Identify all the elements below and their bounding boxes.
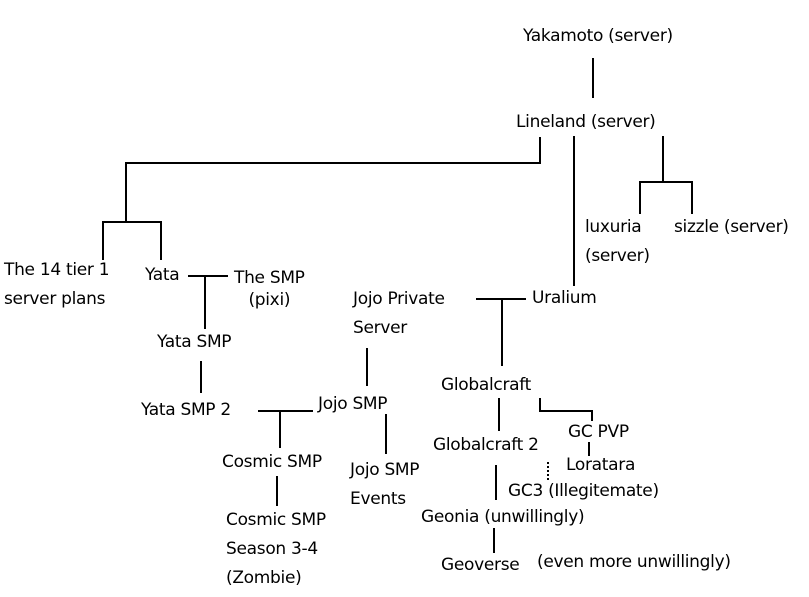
edge-globalcraft-gc-pvp-drop <box>539 398 541 412</box>
edge-yakamoto-lineland <box>592 58 594 98</box>
edge-jojo-private-jojo-smp <box>366 348 368 386</box>
node-yata-smp-label: Yata SMP <box>157 332 232 352</box>
edge-jojo-smp-events <box>385 414 387 454</box>
node-sizzle: sizzle (server) <box>674 213 789 242</box>
edge-to-fourteen-tier <box>102 221 104 260</box>
node-loratara: Loratara <box>566 451 635 480</box>
edge-geonia-geoverse <box>493 528 495 553</box>
node-jojo-smp-label: Jojo SMP <box>318 394 388 414</box>
edge-globalcraft-gc-pvp-bar <box>539 410 593 412</box>
edge-yata-smp-yata-smp-2 <box>200 361 202 393</box>
edge-luxuria-sizzle-bar <box>639 181 693 183</box>
node-yata: Yata <box>145 261 180 290</box>
node-jojo-private-server: Jojo Private Server <box>353 285 445 343</box>
edge-lineland-right-drop <box>662 136 664 183</box>
edge-globalcraft-2-gc3-dotted <box>547 462 549 480</box>
node-the-smp-line-2: (pixi) <box>248 290 291 310</box>
node-cosmic-smp-season-3-4: Cosmic SMP Season 3-4 (Zombie) <box>226 506 326 593</box>
edge-yata-smp-2-cosmic-smp <box>279 410 281 448</box>
node-jojo-private-line-1: Jojo Private <box>353 289 445 309</box>
node-cosmic-smp: Cosmic SMP <box>222 448 322 477</box>
node-jojo-smp: Jojo SMP <box>318 390 388 419</box>
node-globalcraft: Globalcraft <box>441 371 531 400</box>
node-yata-label: Yata <box>145 265 180 285</box>
node-geonia-label: Geonia (unwillingly) <box>421 507 585 527</box>
edge-gc-pvp-drop <box>591 410 593 421</box>
node-uralium-label: Uralium <box>532 288 597 308</box>
node-jojo-private-line-2: Server <box>353 318 407 338</box>
node-globalcraft-2-label: Globalcraft 2 <box>433 435 539 455</box>
node-geoverse: Geoverse <box>441 551 520 580</box>
node-geoverse-note: (even more unwillingly) <box>537 548 731 577</box>
node-globalcraft-label: Globalcraft <box>441 375 532 395</box>
edge-globalcraft-globalcraft-2 <box>498 398 500 431</box>
node-gc-pvp-label: GC PVP <box>568 422 629 442</box>
node-yata-smp-2-label: Yata SMP 2 <box>141 400 231 420</box>
edge-gc-pvp-loratara <box>588 442 590 456</box>
node-lineland: Lineland (server) <box>516 108 656 137</box>
node-globalcraft-2: Globalcraft 2 <box>433 431 539 460</box>
node-geonia: Geonia (unwillingly) <box>421 503 585 532</box>
node-cosmic-smp-label: Cosmic SMP <box>222 452 322 472</box>
node-luxuria-line-1: luxuria <box>585 217 642 237</box>
node-loratara-label: Loratara <box>566 455 636 475</box>
node-lineland-label: Lineland (server) <box>516 112 656 132</box>
node-yakamoto-label: Yakamoto (server) <box>523 26 673 46</box>
node-cosmic-smp-s34-line-1: Cosmic SMP <box>226 510 326 530</box>
node-jojo-smp-events-line-1: Jojo SMP <box>350 460 420 480</box>
node-yata-smp: Yata SMP <box>157 328 232 357</box>
edge-left-trunk <box>125 162 127 222</box>
edge-to-luxuria <box>639 181 641 214</box>
edge-fourteen-yata-bar <box>102 221 162 223</box>
edge-to-yata <box>160 221 162 260</box>
edge-lineland-left-drop <box>539 137 541 164</box>
node-sizzle-label: sizzle (server) <box>674 217 789 237</box>
node-cosmic-smp-s34-line-3: (Zombie) <box>226 568 302 588</box>
node-jojo-smp-events-line-2: Events <box>350 489 406 509</box>
node-gc-pvp: GC PVP <box>568 418 629 447</box>
node-fourteen-tier-line-2: server plans <box>4 289 106 309</box>
node-yata-smp-2: Yata SMP 2 <box>141 396 231 425</box>
edge-uralium-globalcraft <box>501 298 503 366</box>
edge-yata-the-smp <box>188 275 228 277</box>
node-yakamoto: Yakamoto (server) <box>523 22 673 51</box>
node-cosmic-smp-s34-line-2: Season 3-4 <box>226 539 318 559</box>
node-geoverse-note-label: (even more unwillingly) <box>537 552 731 572</box>
edge-cosmic-smp-season <box>276 476 278 506</box>
node-jojo-smp-events: Jojo SMP Events <box>350 456 420 514</box>
node-the-smp-line-1: The SMP <box>234 268 305 288</box>
edge-to-sizzle <box>691 181 693 214</box>
node-fourteen-tier-plans: The 14 tier 1 server plans <box>4 256 110 314</box>
node-gc3-illegitemate: GC3 (Illegitemate) <box>508 477 659 506</box>
node-uralium: Uralium <box>532 284 597 313</box>
edge-lineland-left-bar <box>125 162 541 164</box>
edge-lineland-uralium <box>573 136 575 286</box>
node-luxuria: luxuria (server) <box>585 213 650 271</box>
node-the-smp-pixi: The SMP (pixi) <box>234 264 305 315</box>
edge-globalcraft-2-geonia <box>495 465 497 500</box>
node-fourteen-tier-line-1: The 14 tier 1 <box>4 260 110 280</box>
edge-yata-yata-smp <box>204 275 206 329</box>
node-luxuria-line-2: (server) <box>585 246 650 266</box>
node-gc3-label: GC3 (Illegitemate) <box>508 481 659 501</box>
node-geoverse-label: Geoverse <box>441 555 520 575</box>
edge-yata-smp-2-jojo-smp <box>258 410 313 412</box>
